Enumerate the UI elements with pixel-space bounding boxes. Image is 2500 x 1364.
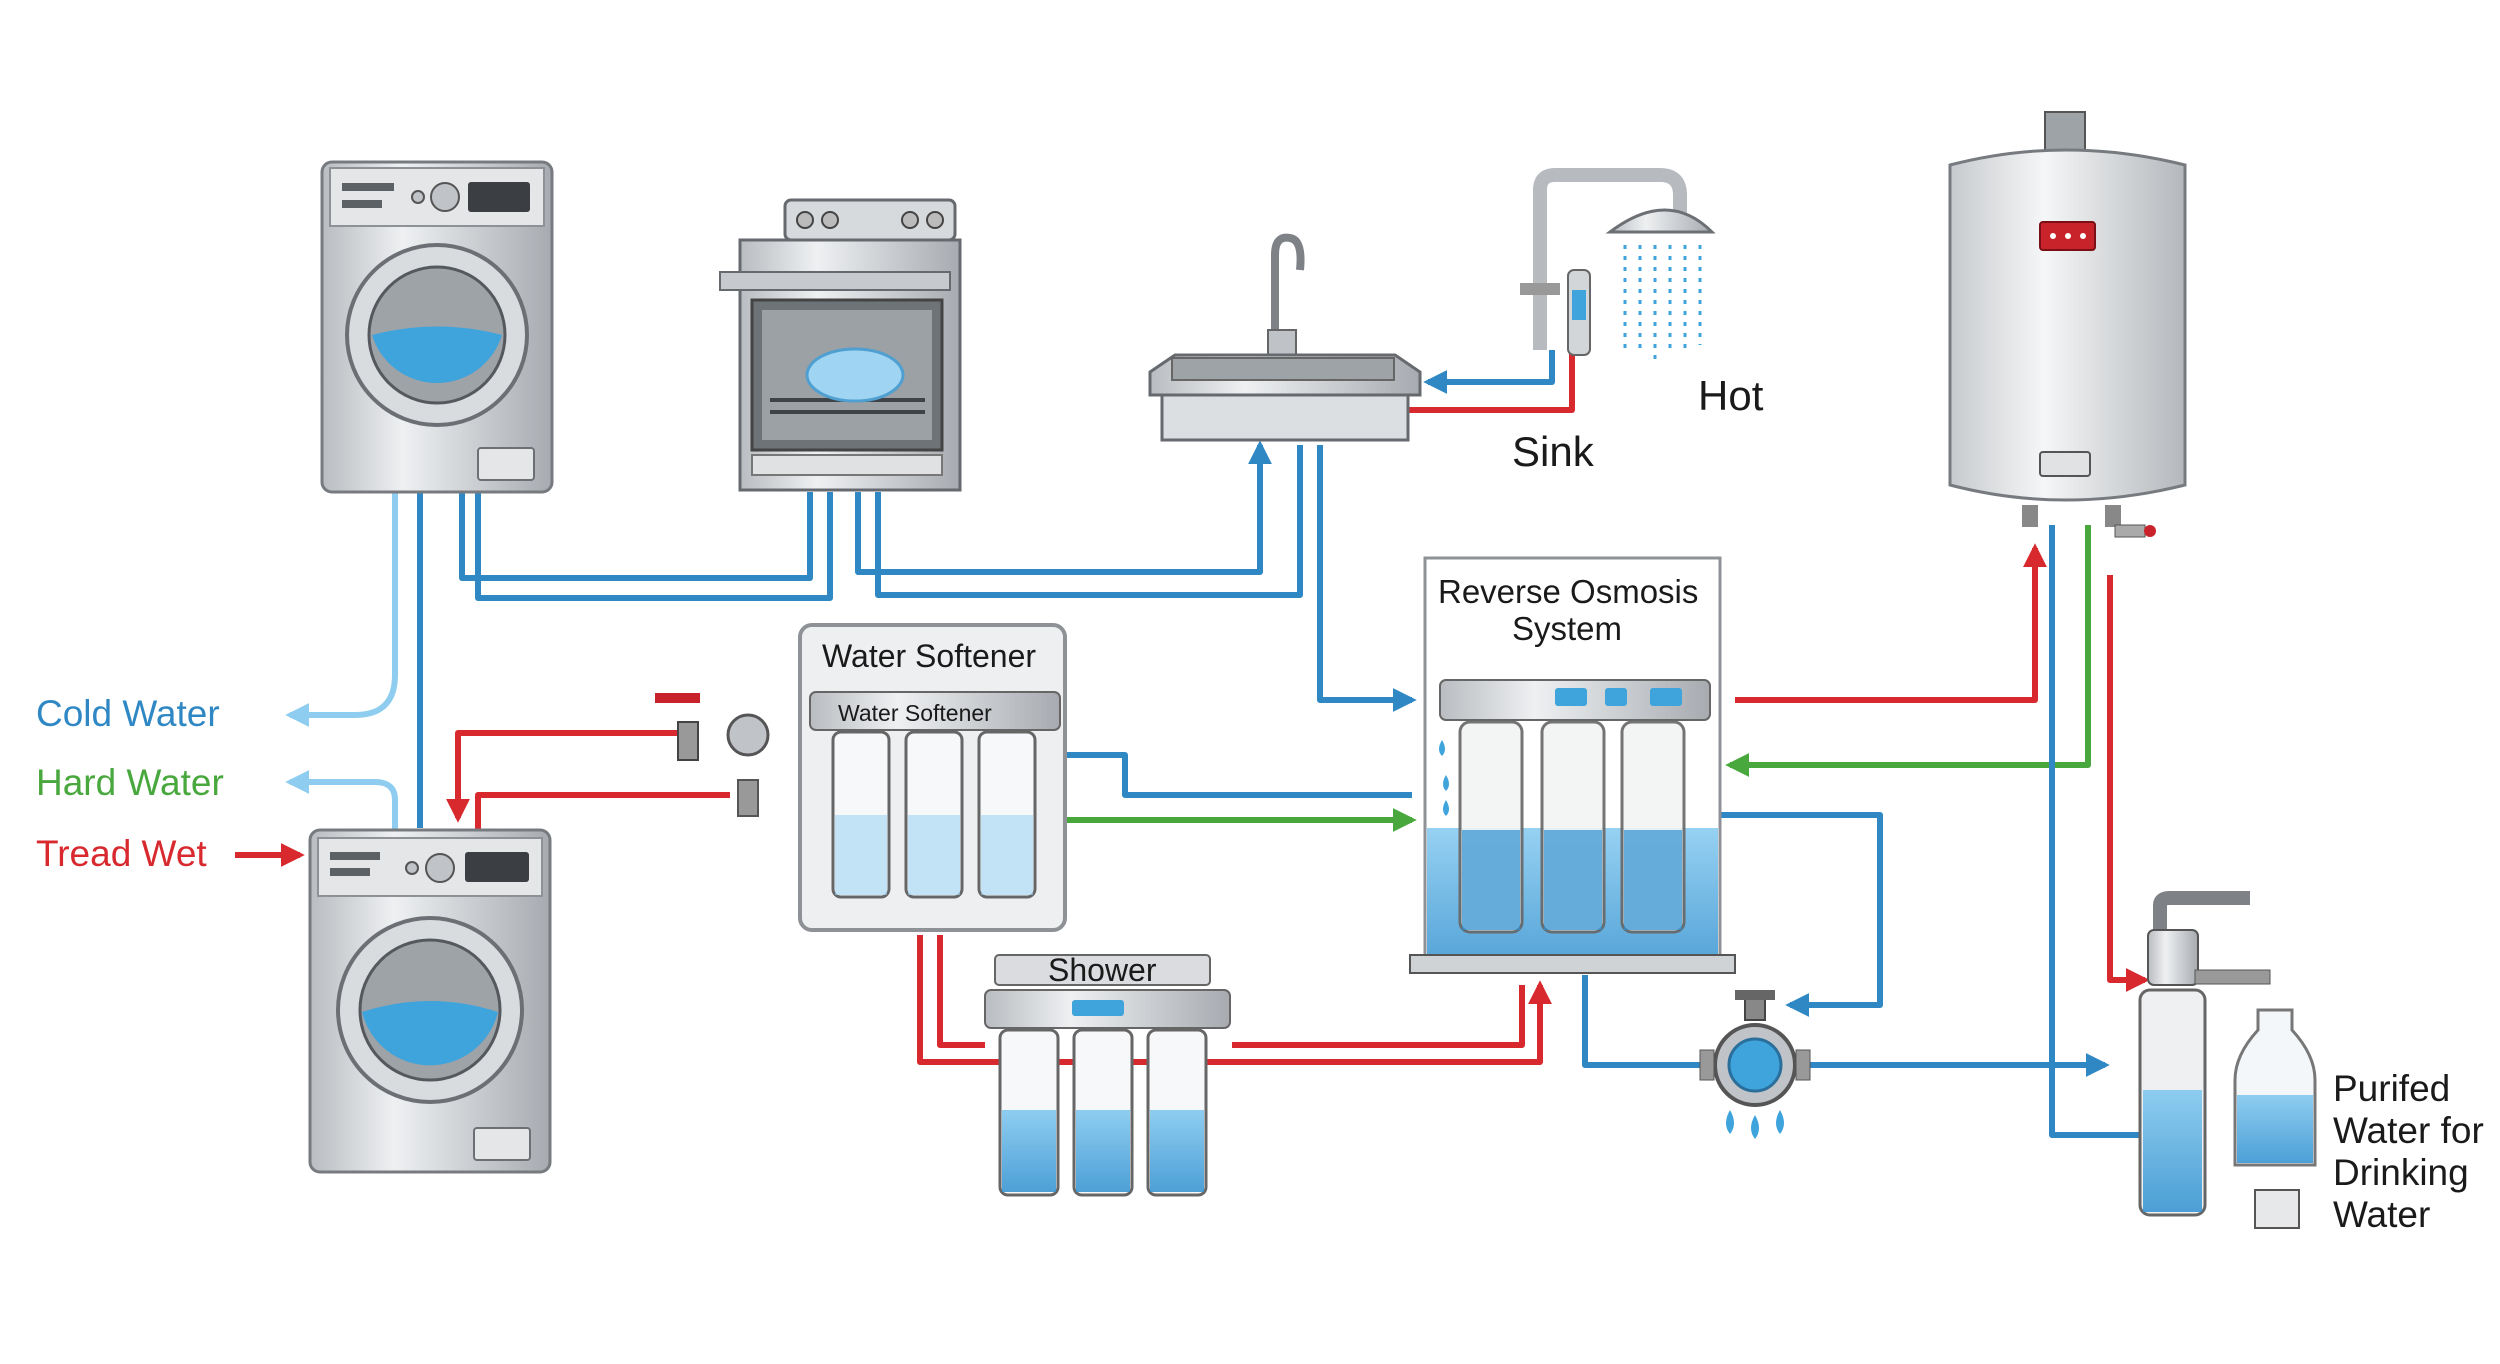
softener-cartridges xyxy=(831,730,1037,899)
washing-machine-top xyxy=(320,160,554,494)
purified-label-line1: Purifed xyxy=(2333,1068,2451,1109)
drain-valve xyxy=(1699,990,1811,1139)
water-softener-plate-label: Water Softener xyxy=(838,700,992,726)
hot-label: Hot xyxy=(1698,372,1764,419)
purified-label-line4: Water xyxy=(2333,1194,2431,1235)
pipe-cold-legend xyxy=(285,492,398,727)
pipe-heater-purifier-red xyxy=(2107,575,2150,992)
purifier-faucet-icon xyxy=(2153,891,2250,940)
reverse-osmosis-system xyxy=(1409,556,1736,974)
pipe-red-valve-washer xyxy=(446,730,680,823)
pipe-washer-sink-a xyxy=(459,492,813,581)
shower-unit xyxy=(1520,168,1716,360)
pipe-oven-sink-a xyxy=(855,440,1272,575)
pipe-softener-ro-blue xyxy=(1065,752,1412,798)
legend-hard-water: Hard Water xyxy=(36,762,224,803)
reverse-osmosis-label-line1: Reverse Osmosis xyxy=(1438,573,1699,610)
shower-head-icon xyxy=(1605,208,1716,234)
water-softener xyxy=(655,623,1067,932)
faucet-icon xyxy=(1271,233,1305,358)
reverse-osmosis-label-line2: System xyxy=(1512,610,1623,647)
water-heater xyxy=(1948,111,2187,538)
pipe-sink-ro xyxy=(1317,445,1417,712)
shower-filter xyxy=(984,954,1231,1197)
pipe-shower-sink-blue xyxy=(1423,350,1555,394)
pipe-heater-purifier-blue xyxy=(2049,525,2145,1138)
legend-cold-water: Cold Water xyxy=(36,693,220,734)
ro-droplets-icon xyxy=(1439,740,1449,816)
pipe-shower-sink-red xyxy=(1408,350,1575,413)
purified-label-line3: Drinking xyxy=(2333,1152,2469,1193)
softener-inlet-valve-icon xyxy=(655,693,770,817)
pipe-softener-shower-red-b xyxy=(937,935,985,1048)
pipe-ro-purifier xyxy=(1582,975,1705,1068)
washer-knob-icon xyxy=(430,182,460,212)
pipe-ro-heater-red xyxy=(1735,543,2047,703)
sink-label: Sink xyxy=(1512,428,1594,475)
drinking-water-purifier xyxy=(2138,891,2317,1229)
pipe-ro-drain-loop xyxy=(1720,812,1883,1017)
pipe-washer-sink-b xyxy=(475,492,833,601)
drain-drips-icon xyxy=(1726,1110,1784,1139)
shower-label: Shower xyxy=(1048,952,1157,988)
pipe-softener-shower-red-a xyxy=(917,935,1552,1065)
sink-unit xyxy=(1148,233,1422,442)
pipe-red-softener-washer xyxy=(475,792,730,830)
purified-label-line2: Water for xyxy=(2333,1110,2484,1151)
pipe-hard-legend xyxy=(285,770,398,830)
pipes xyxy=(235,350,2150,1138)
pipe-heater-ro-green xyxy=(1725,525,2091,777)
pipe-oven-sink-b xyxy=(875,445,1303,598)
ice-cluster-icon xyxy=(805,347,905,403)
oven-appliance xyxy=(719,198,962,492)
pipe-shower-ro-red xyxy=(1232,985,1525,1048)
washing-machine-bottom xyxy=(308,828,552,1174)
legend-tread-wet: Tread Wet xyxy=(36,833,207,874)
shower-droplets-icon xyxy=(1623,245,1702,360)
water-softener-label: Water Softener xyxy=(822,638,1037,674)
